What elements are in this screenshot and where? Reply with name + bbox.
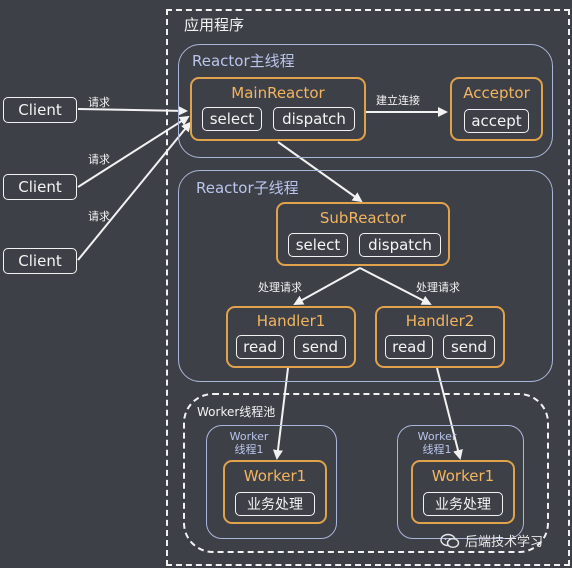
- reactor-sub-thread-region: [178, 170, 553, 382]
- reactor-main-thread-title: Reactor主线程: [192, 52, 295, 70]
- handler1-to-worker1-arrow: [273, 367, 289, 460]
- request-label-3: 请求: [88, 210, 110, 223]
- handler2-title: Handler2: [405, 312, 475, 330]
- client2-to-mainreactor-arrow: [77, 115, 190, 188]
- mainreactor-to-subreactor-arrow: [277, 141, 363, 203]
- worker-pool-region: [183, 393, 549, 553]
- watermark: 后端技术学习: [440, 531, 543, 550]
- handler2-read: read: [385, 335, 433, 359]
- sub-reactor-select: select: [288, 233, 348, 257]
- worker1-task-left: 业务处理: [235, 492, 315, 516]
- worker-thread-label-2-line1: Worker: [417, 430, 457, 443]
- worker-thread-label-2: Worker 线程1: [414, 430, 460, 456]
- handler1-send: send: [294, 335, 346, 359]
- worker-thread-region-1: [206, 425, 337, 539]
- client-box-1: Client: [3, 97, 77, 123]
- main-reactor-box: MainReactor select dispatch: [190, 77, 366, 141]
- subreactor-to-handler1-arrow: [293, 267, 361, 305]
- main-reactor-title: MainReactor: [231, 84, 325, 102]
- worker1-title-left: Worker1: [243, 467, 307, 485]
- handle-request-label-left: 处理请求: [258, 281, 302, 294]
- wechat-icon: [440, 533, 460, 548]
- main-reactor-select: select: [202, 107, 262, 131]
- handler2-send: send: [443, 335, 495, 359]
- worker-thread-label-1-line1: Worker: [229, 430, 269, 443]
- reactor-sub-thread-title: Reactor子线程: [196, 179, 299, 197]
- sub-reactor-dispatch: dispatch: [359, 233, 441, 257]
- worker1-box-right: Worker1 业务处理: [411, 460, 515, 524]
- connection-label: 建立连接: [376, 94, 420, 107]
- worker-thread-region-2: [397, 425, 524, 539]
- client1-to-mainreactor-arrow: [77, 105, 188, 116]
- request-label-2: 请求: [88, 153, 110, 166]
- client-box-3: Client: [3, 248, 77, 274]
- subreactor-to-handler2-arrow: [359, 267, 432, 305]
- acceptor-box: Acceptor accept: [450, 77, 543, 141]
- sub-reactor-title: SubReactor: [319, 209, 407, 227]
- worker-thread-label-1-line2: 线程1: [234, 443, 264, 456]
- handle-request-label-right: 处理请求: [416, 281, 460, 294]
- handler2-box: Handler2 read send: [375, 306, 505, 368]
- application-title: 应用程序: [184, 16, 245, 34]
- worker-thread-label-1: Worker 线程1: [226, 430, 272, 456]
- worker-thread-label-2-line2: 线程1: [422, 443, 452, 456]
- request-label-1: 请求: [88, 96, 110, 109]
- worker1-task-right: 业务处理: [423, 492, 503, 516]
- acceptor-accept: accept: [464, 109, 529, 133]
- reactor-main-thread-region: [178, 44, 553, 158]
- acceptor-title: Acceptor: [463, 84, 530, 102]
- worker1-title-right: Worker1: [431, 467, 495, 485]
- handler2-to-worker1b-arrow: [436, 367, 463, 460]
- worker-pool-title: Worker线程池: [197, 405, 276, 419]
- handler1-read: read: [236, 335, 284, 359]
- client3-to-mainreactor-arrow: [77, 121, 192, 261]
- main-reactor-dispatch: dispatch: [273, 107, 355, 131]
- handler1-title: Handler1: [256, 312, 326, 330]
- watermark-text: 后端技术学习: [465, 535, 544, 550]
- application-boundary: [166, 9, 570, 566]
- sub-reactor-box: SubReactor select dispatch: [276, 202, 450, 266]
- handler1-box: Handler1 read send: [226, 306, 356, 368]
- client-box-2: Client: [3, 174, 77, 200]
- worker1-box-left: Worker1 业务处理: [223, 460, 327, 524]
